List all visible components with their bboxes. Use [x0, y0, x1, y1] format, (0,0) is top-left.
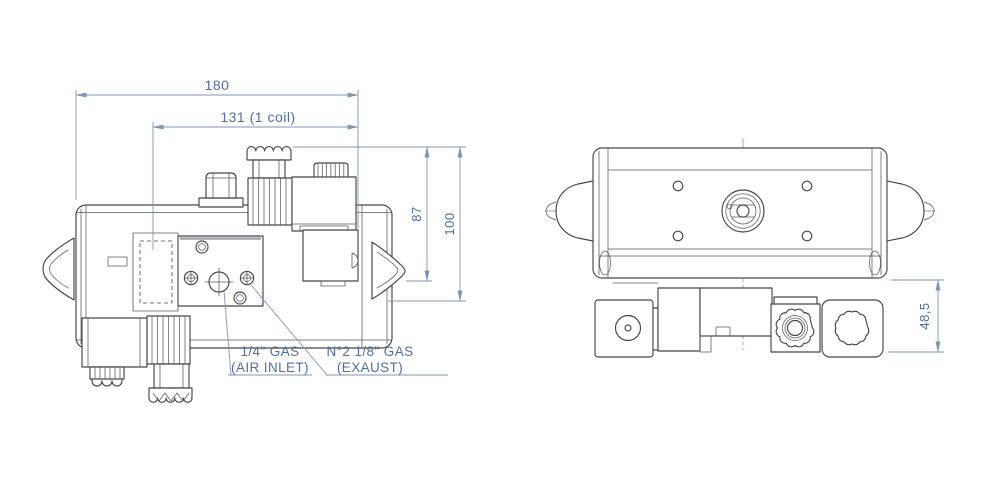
din-connector-dot [624, 324, 632, 332]
coil-block-right-tab [351, 252, 359, 269]
override-neck-lines [258, 159, 280, 179]
cable-gland-knurl [317, 163, 345, 178]
valve-plate [132, 232, 264, 312]
valve-body-notch [715, 326, 731, 337]
manual-override-top [246, 146, 292, 179]
connector-block-bottom-lines [87, 317, 141, 368]
leader-exhaust [250, 284, 328, 376]
cap-corner-left [599, 250, 611, 276]
solenoid-coil-top [247, 177, 293, 226]
dim-label-overall-length: 180 [205, 77, 230, 93]
din-connector-bottom [81, 317, 148, 387]
exhaust-port [239, 270, 255, 286]
connector-block-top [291, 176, 357, 232]
dim-label-100: 100 [442, 212, 457, 235]
coil-end-block [657, 287, 701, 352]
dim-label-coil-length: 131 (1 coil) [220, 109, 295, 125]
connector-stub [652, 307, 659, 351]
cable-gland-teeth [91, 378, 123, 387]
cable-gland-bottom [89, 366, 125, 380]
top-plug-cap [205, 172, 237, 199]
extension-lines-top [888, 279, 944, 353]
override-neck-bottom [153, 363, 190, 389]
cable-gland-bottom-knurl [94, 367, 121, 379]
leader-air-inlet [223, 290, 232, 376]
valve-body-end [699, 287, 773, 337]
end-tab-right [886, 180, 935, 242]
knurled-knob-zigzag [152, 392, 190, 402]
extension-lines-side [75, 90, 466, 302]
dim-label-48-5: 48,5 [917, 302, 932, 329]
end-boss-right [371, 241, 406, 300]
side-view [42, 146, 406, 403]
coil-knurl-square [770, 303, 821, 353]
coil-ribs-top [252, 177, 287, 226]
end-boss-left-inner [49, 249, 69, 289]
top-plug [198, 172, 244, 208]
air-inlet-port [204, 267, 234, 297]
mounting-hole [672, 230, 684, 242]
top-view [545, 138, 938, 358]
valve-body-step [699, 335, 712, 353]
silencer-gear-circle [834, 310, 870, 346]
mounting-screw-bottom [233, 291, 247, 305]
coil-block-right [302, 229, 359, 287]
din-connector-circle [614, 314, 642, 342]
end-tab-left [545, 180, 594, 242]
coil-ribs-bottom [151, 315, 186, 365]
pinion-hub [721, 189, 765, 233]
override-neck [252, 159, 286, 179]
solenoid-assembly-end [594, 282, 884, 358]
din-connector-top [291, 162, 357, 232]
dim-label-87: 87 [409, 206, 424, 221]
callout-air-inlet-line1: 1/4" GAS [240, 344, 299, 359]
coil-body-top [247, 177, 293, 226]
callout-exhaust-line1: N°2 1/8" GAS [326, 344, 413, 359]
plate-hidden-outline [139, 240, 173, 304]
exhaust-silencer-end [821, 299, 884, 358]
mounting-hole [801, 180, 813, 192]
body-rib-tab [107, 256, 128, 267]
din-connector-end [594, 299, 654, 358]
pilot-port-left [183, 270, 199, 286]
body-rails [75, 204, 393, 349]
callout-exhaust-line2: (EXAUST) [337, 360, 403, 375]
top-plug-lines [205, 173, 237, 199]
connector-block-lines [291, 223, 357, 232]
mounting-hole [672, 180, 684, 192]
actuator-body-top [592, 147, 888, 279]
solenoid-coil-bottom [146, 315, 193, 403]
coil-block-right-body [302, 229, 359, 282]
plate-left-block [132, 232, 179, 312]
cap-corner-right [869, 250, 881, 276]
connector-block-bottom [81, 317, 148, 368]
override-neck-bottom-lines [159, 363, 184, 389]
callout-air-inlet-line2: (AIR INLET) [231, 360, 309, 375]
coil-end-knurl [775, 308, 815, 348]
body-top-lines [598, 147, 882, 279]
end-boss-left [42, 237, 75, 301]
mounting-screw-top [195, 240, 209, 254]
knurled-cap-top [246, 146, 292, 161]
coil-block-right-foot [320, 280, 346, 287]
dimension-layer: 180 131 (1 coil) 87 100 48,5 1/4" GAS (A… [75, 77, 944, 376]
end-boss-right-inner [376, 251, 399, 289]
top-plug-base [198, 197, 244, 208]
mounting-hole [801, 230, 813, 242]
